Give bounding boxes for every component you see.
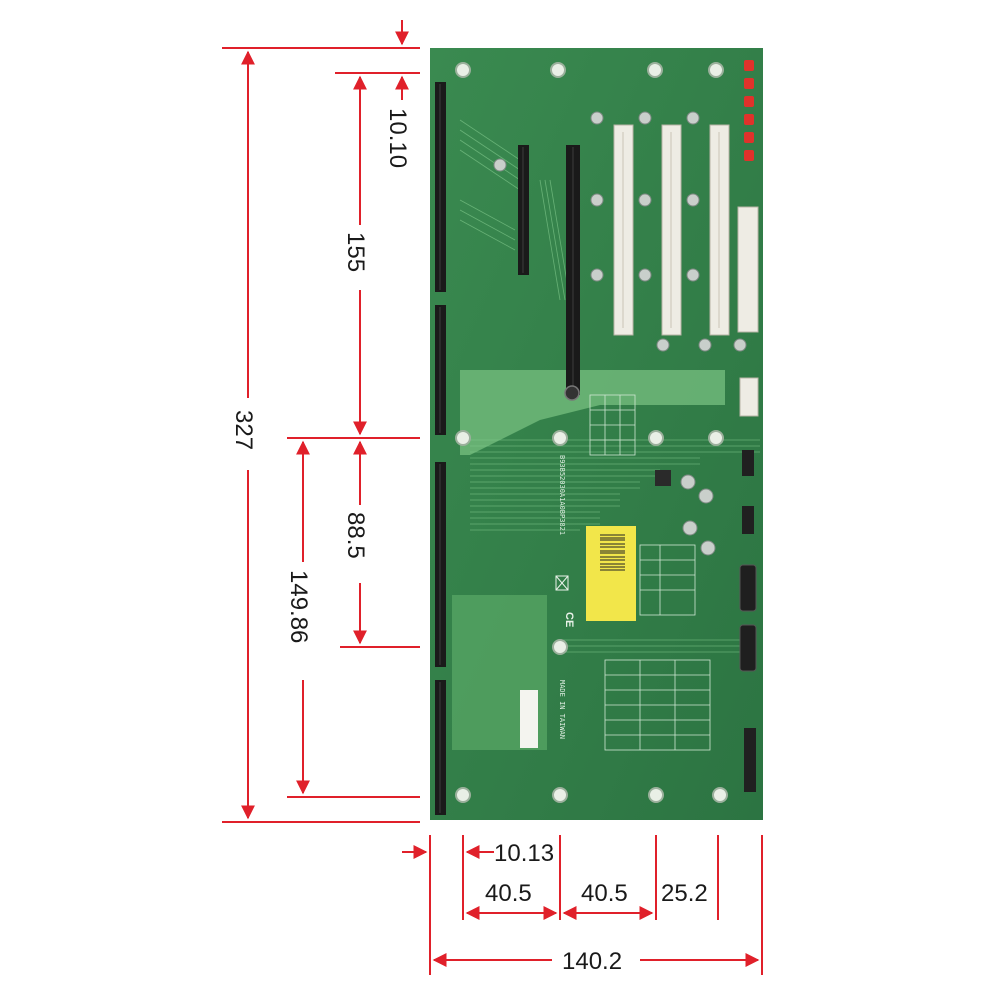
pci-slot-pins [622,132,720,328]
capacitor [638,268,652,282]
capacitor [590,111,604,125]
status-leds [744,60,754,161]
slot-upper-2 [435,305,446,435]
mounting-hole [648,787,664,803]
dim-left-offset: 10.13 [402,840,554,867]
sata-connectors [739,564,757,672]
slot-lower-2 [435,680,446,815]
dim-label-pitch-1: 40.5 [485,880,532,907]
slot-pcie-x4 [518,145,529,275]
led [744,114,754,125]
dim-label-pitch-2: 40.5 [581,880,628,907]
sata-connector [739,564,757,612]
mounting-hole [647,62,663,78]
led [744,78,754,89]
dim-lower-span: 149.86 [285,440,312,795]
dim-pitch-2: 40.5 [562,880,654,920]
capacitor [682,520,698,536]
dimension-extension-lines [222,47,763,975]
dim-top-offset: 10.10 [384,20,411,168]
dim-label-lower-span: 149.86 [285,570,312,643]
mounting-hole [455,787,471,803]
ic-chip [655,470,671,486]
dim-label-mid-span: 88.5 [342,512,369,559]
ce-mark: CE [563,612,575,627]
pin-header [742,450,754,476]
mounting-hole [708,62,724,78]
white-sticker [520,690,538,748]
mounting-hole [648,430,664,446]
dim-label-total-width: 140.2 [562,948,622,975]
mounting-hole [455,62,471,78]
capacitor [590,193,604,207]
slot-system-host [435,82,446,292]
sata-connector [739,624,757,672]
backplane-board: CE B93B52030A1A0BP3821 MADE IN TAIWAN [430,48,763,820]
mounting-hole [552,430,568,446]
slot-lower-1 [435,462,446,667]
mounting-holes [455,62,728,803]
capacitor [493,158,507,172]
dim-label-upper-span: 155 [342,232,369,272]
capacitor [590,268,604,282]
capacitor [698,488,714,504]
pin-header [744,728,756,792]
led [744,96,754,107]
serial-barcode-label [586,526,636,621]
capacitor [686,193,700,207]
slot-retention-clip [564,385,580,401]
pcb-traces [459,119,760,653]
light-trace-region [460,370,725,455]
capacitor [698,338,712,352]
mounting-hole [550,62,566,78]
aux-power-connector [739,377,759,417]
dim-pitch-3: 25.2 [661,880,708,907]
dim-total-width: 140.2 [432,948,760,975]
mounting-hole [455,430,471,446]
led [744,132,754,143]
compliance-marks: CE [555,575,575,627]
dim-label-left-offset: 10.13 [494,840,554,867]
dim-label-top-offset: 10.10 [384,108,411,168]
pin-header [742,506,754,534]
capacitor [656,338,670,352]
capacitors [493,111,747,556]
dim-label-total-height: 327 [230,410,257,450]
silkscreen-tables [589,394,711,751]
dim-mid-span: 88.5 [342,440,369,645]
dim-upper-span: 155 [342,75,369,436]
capacitor [733,338,747,352]
weee-icon [555,575,569,591]
led [744,150,754,161]
dim-total-height: 327 [230,50,257,820]
capacitor [686,268,700,282]
made-in-taiwan: MADE IN TAIWAN [558,680,566,739]
mounting-hole [712,787,728,803]
dim-label-pitch-3: 25.2 [661,880,708,907]
mounting-hole [552,639,568,655]
led [744,60,754,71]
capacitor [638,193,652,207]
mounting-hole [708,430,724,446]
dim-pitch-1: 40.5 [465,880,558,920]
capacitor [686,111,700,125]
barcode-lines [600,534,625,571]
board-part-number: B93B52030A1A0BP3821 [558,455,566,535]
barcode-sticker [586,526,636,621]
pin-headers [742,450,756,792]
capacitor [700,540,716,556]
slot-pin-lines [439,84,574,813]
black-expansion-slots [435,82,580,815]
capacitor [638,111,652,125]
mounting-hole [552,787,568,803]
capacitor [680,474,696,490]
atx-power-connector [737,206,759,333]
